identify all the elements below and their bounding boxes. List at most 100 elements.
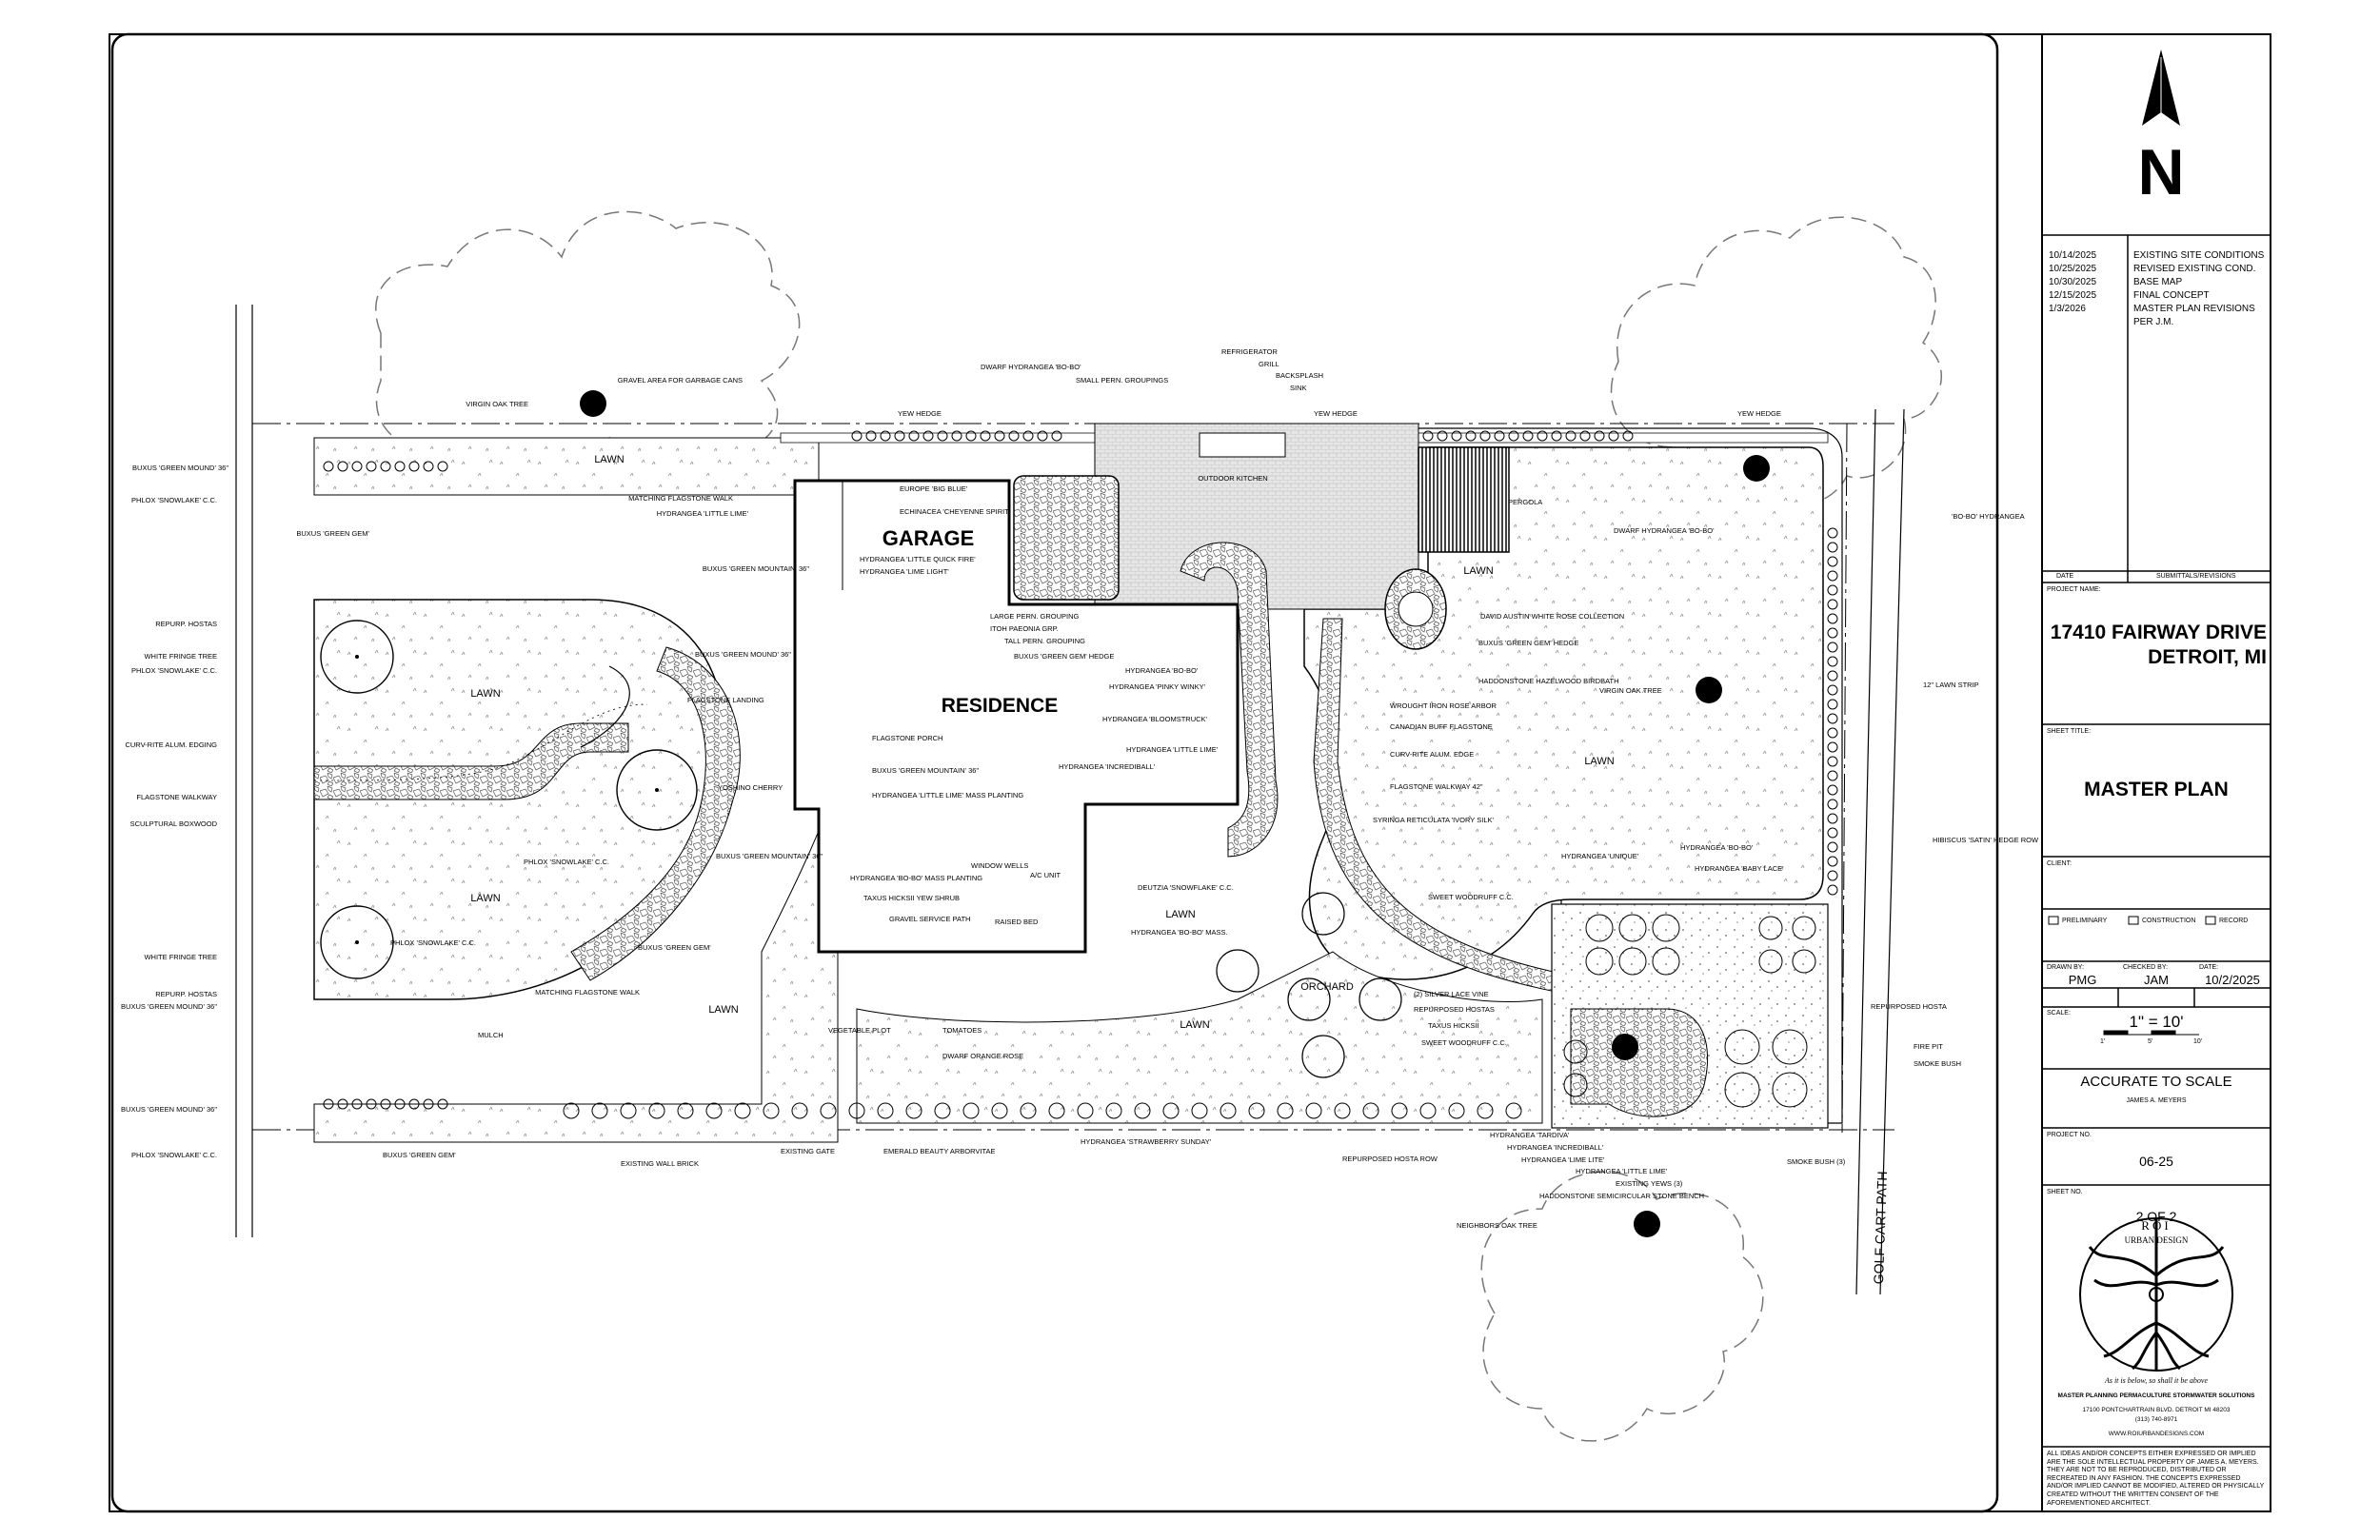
revision-desc: REVISED EXISTING COND.: [2133, 264, 2256, 274]
rev-col-desc: SUBMITTALS/REVISIONS: [2156, 573, 2236, 580]
scale-tick: 10': [2193, 1038, 2203, 1045]
label-david-austin: DAVID AUSTIN WHITE ROSE COLLECTION: [1480, 612, 1624, 621]
shrub-cluster: [1563, 914, 1816, 1108]
lawn-label: LAWN: [1463, 565, 1493, 577]
label-canadian-buff: CANADIAN BUFF FLAGSTONE: [1390, 722, 1493, 731]
project-address: 17410 FAIRWAY DRIVE: [2050, 622, 2267, 643]
logo-motto: As it is below, so shall it be above: [2104, 1376, 2209, 1385]
label-taxus-hicksii: TAXUS HICKSII: [1428, 1021, 1479, 1030]
lawn-label: LAWN: [594, 454, 624, 465]
sheet-title: MASTER PLAN: [2084, 779, 2229, 800]
hibiscus-hedge-row: [1827, 527, 1838, 896]
client-label: CLIENT:: [2047, 860, 2073, 867]
label-smoke-bush-3: SMOKE BUSH (3): [1787, 1157, 1846, 1166]
label-existing-yews: EXISTING YEWS (3): [1616, 1179, 1683, 1188]
revision-desc: EXISTING SITE CONDITIONS: [2133, 250, 2265, 261]
label-dwarf-hydrangea-r: DWARF HYDRANGEA 'BO-BO': [1614, 526, 1715, 535]
label-silver-lace: (2) SILVER LACE VINE: [1414, 990, 1489, 998]
status-preliminary: PRELIMINARY: [2062, 918, 2108, 924]
firm-address: 17100 PONTCHARTRAIN BLVD. DETROIT MI 482…: [2082, 1407, 2231, 1413]
site-plan: GARAGE RESIDENCE LAWN LAWN LAWN LAWN LAW…: [121, 210, 2039, 1442]
label-flagstone-walkway-42: FLAGSTONE WALKWAY 42": [1390, 782, 1483, 791]
scale-tick: 5': [2148, 1038, 2153, 1045]
label-buxus-green-mountain: BUXUS 'GREEN MOUNTAIN' 36": [703, 564, 809, 573]
label-hydrangea-tardiva: HYDRANGEA 'TARDIVA': [1490, 1131, 1570, 1139]
arborvitae-row: [563, 1102, 1522, 1119]
label-backsplash: BACKSPLASH: [1276, 371, 1323, 380]
revision-desc: FINAL CONCEPT: [2133, 290, 2210, 301]
label-taxus: TAXUS HICKSII YEW SHRUB: [863, 894, 960, 902]
services-line: MASTER PLANNING PERMACULTURE STORMWATER …: [2057, 1392, 2255, 1399]
label-phlox: PHLOX 'SNOWLAKE' C.C.: [131, 496, 217, 504]
label-buxus-hedge: BUXUS 'GREEN GEM' HEDGE: [1014, 652, 1114, 661]
revision-descriptions: EXISTING SITE CONDITIONS REVISED EXISTIN…: [2133, 249, 2269, 329]
label-hydrangea-little-lime-mass: HYDRANGEA 'LITTLE LIME' MASS PLANTING: [872, 791, 1023, 800]
label-buxus-green-mountain: BUXUS 'GREEN MOUNTAIN' 36": [716, 852, 823, 860]
lawn-label: LAWN: [1584, 756, 1614, 767]
label-large-pern: LARGE PERN. GROUPING: [990, 612, 1080, 621]
label-neighbors-oak: NEIGHBORS OAK TREE: [1457, 1221, 1537, 1230]
oak-tree-markers: [580, 390, 1770, 1237]
label-buxus-green-gem: BUXUS 'GREEN GEM': [296, 529, 369, 538]
project-name: 17410 FAIRWAY DRIVE DETROIT, MI: [2044, 621, 2267, 670]
label-sweet-woodruff2: SWEET WOODRUFF C.C.: [1421, 1038, 1507, 1047]
project-no-label: PROJECT NO.: [2047, 1132, 2092, 1138]
label-fire-pit: FIRE PIT: [1914, 1042, 1943, 1051]
label-hydrangea-little-lime2: HYDRANGEA 'LITTLE LIME': [1576, 1167, 1668, 1175]
label-white-fringe: WHITE FRINGE TREE: [144, 652, 217, 661]
label-itoh-paeonia: ITOH PAEONIA GRP.: [990, 624, 1059, 633]
pergola: [1418, 446, 1510, 553]
label-syringa: SYRINGA RETICULATA 'IVORY SILK': [1373, 816, 1495, 824]
sheet-title-label: SHEET TITLE:: [2047, 728, 2092, 735]
status-construction: CONSTRUCTION: [2142, 918, 2196, 924]
orchard-trees: [1216, 892, 1402, 1078]
label-emerald: EMERALD BEAUTY ARBORVITAE: [883, 1147, 996, 1155]
label-small-pern: SMALL PERN. GROUPINGS: [1076, 376, 1168, 385]
label-wrought-iron: WROUGHT IRON ROSE ARBOR: [1390, 701, 1497, 710]
lawn-label: LAWN: [470, 893, 500, 904]
label-outdoor-kitchen: OUTDOOR KITCHEN: [1198, 474, 1267, 483]
label-yew-hedge: YEW HEDGE: [898, 409, 942, 418]
label-haddonstone-bench: HADDONSTONE SEMICIRCULAR STONE BENCH: [1539, 1192, 1704, 1200]
label-hydrangea-bloomstruck: HYDRANGEA 'BLOOMSTRUCK': [1102, 715, 1208, 723]
project-no: 06-25: [2139, 1154, 2173, 1169]
label-sculptural-boxwood: SCULPTURAL BOXWOOD: [130, 819, 218, 828]
label-buxus-green-mound: BUXUS 'GREEN MOUND' 36": [695, 650, 791, 659]
revision-date: 10/14/2025: [2049, 250, 2097, 261]
project-name-label: PROJECT NAME:: [2047, 586, 2101, 593]
north-letter: N: [2137, 136, 2184, 208]
logo-top-text: ROI: [2141, 1218, 2172, 1233]
label-dwarf-hydrangea: DWARF HYDRANGEA 'BO-BO': [981, 363, 1081, 371]
label-hydrangea-bobo-mass-planting: HYDRANGEA 'BO-BO' MASS PLANTING: [850, 874, 982, 882]
label-hydrangea-incrediball2: HYDRANGEA 'INCREDIBALL': [1507, 1143, 1604, 1152]
revision-date: 10/30/2025: [2049, 277, 2097, 287]
accuracy-by: JAMES A. MEYERS: [2126, 1097, 2187, 1104]
white-fringe-tree: [320, 620, 698, 979]
label-hydrangea-quick-fire: HYDRANGEA 'LITTLE QUICK FIRE': [860, 555, 976, 563]
label-raised-bed: RAISED BED: [995, 918, 1039, 926]
revision-date: 12/15/2025: [2049, 290, 2097, 301]
label-tall-pern: TALL PERN. GROUPING: [1004, 637, 1085, 645]
checked-by: JAM: [2144, 973, 2169, 987]
label-virgin-oak: VIRGIN OAK TREE: [466, 400, 528, 408]
yew-hedge-row: [851, 430, 1634, 442]
lawn-label: LAWN: [708, 1004, 738, 1016]
label-matching-flagstone: MATCHING FLAGSTONE WALK: [628, 494, 733, 503]
plan-frame: [110, 32, 1999, 1513]
label-hydrangea-unique: HYDRANGEA 'UNIQUE': [1561, 852, 1639, 860]
label-matching-flagstone: MATCHING FLAGSTONE WALK: [535, 988, 640, 997]
firm-phone: (313) 740-8971: [2134, 1416, 2178, 1423]
label-grill: GRILL: [1259, 360, 1279, 368]
label-hydrangea-little-lime: HYDRANGEA 'LITTLE LIME': [657, 509, 749, 518]
label-existing-wall: EXISTING WALL BRICK: [621, 1159, 699, 1168]
label-dwarf-orange-rose: DWARF ORANGE ROSE: [942, 1052, 1023, 1060]
label-smoke-bush: SMOKE BUSH: [1914, 1059, 1961, 1068]
revision-desc: MASTER PLAN REVISIONS: [2133, 304, 2255, 314]
label-flagstone-porch: FLAGSTONE PORCH: [872, 734, 942, 742]
scale-tick: 1': [2100, 1038, 2106, 1045]
label-sweet-woodruff: SWEET WOODRUFF C.C.: [1428, 893, 1514, 901]
label-phlox: PHLOX 'SNOWLAKE' C.C.: [390, 938, 476, 947]
label-buxus-green-mound: BUXUS 'GREEN MOUND' 36": [121, 1002, 217, 1011]
label-buxus-hedge: BUXUS 'GREEN GEM' HEDGE: [1478, 639, 1578, 647]
label-buxus-green-mound: BUXUS 'GREEN MOUND' 36": [121, 1105, 217, 1114]
